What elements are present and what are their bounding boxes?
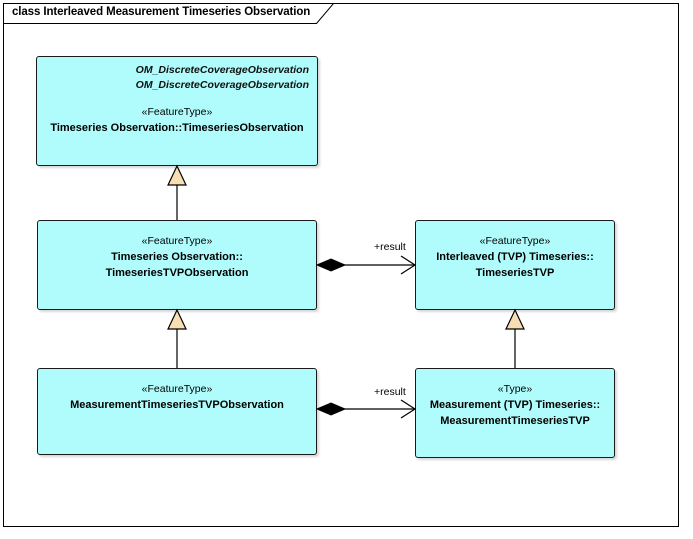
open-arrowhead-icon: [400, 255, 417, 275]
class-stereotype: «FeatureType»: [141, 383, 213, 395]
class-name: MeasurementTimeseriesTVPObservation: [70, 399, 284, 411]
connector-composition-result-measurement-timeseries-tvp[interactable]: [315, 399, 417, 419]
class-stereotype: «FeatureType»: [479, 235, 551, 247]
class-stereotype: «FeatureType»: [141, 235, 213, 247]
connector-generalization-interleaved-tvp-timeseries-tvp[interactable]: [505, 308, 525, 368]
class-box-timeseries-tvp-observation[interactable]: «FeatureType» Timeseries Observation:: T…: [37, 220, 317, 310]
open-arrowhead-icon: [400, 399, 417, 419]
composition-diamond-icon: [315, 402, 347, 416]
diagram-title-tab: class Interleaved Measurement Timeseries…: [3, 3, 337, 24]
association-role-label: +result: [374, 241, 406, 253]
class-interface-line: OM_DiscreteCoverageObservation: [135, 79, 309, 91]
generalization-arrowhead-icon: [505, 308, 525, 330]
association-role-label: +result: [374, 386, 406, 398]
class-name: Interleaved (TVP) Timeseries::: [436, 251, 594, 263]
class-box-measurement-timeseries-tvp-observation[interactable]: «FeatureType» MeasurementTimeseriesTVPOb…: [37, 368, 317, 455]
generalization-arrowhead-icon: [167, 164, 187, 186]
class-name: Timeseries Observation::: [111, 251, 243, 263]
connector-generalization-timeseries-tvp-observation[interactable]: [167, 308, 187, 368]
generalization-arrowhead-icon: [167, 308, 187, 330]
connector-generalization-timeseries-observation[interactable]: [167, 164, 187, 220]
class-box-measurement-tvp-timeseries-tvp[interactable]: «Type» Measurement (TVP) Timeseries:: Me…: [415, 368, 615, 458]
class-stereotype: «Type»: [497, 383, 533, 395]
title-tab-shape: [3, 3, 335, 24]
class-box-timeseries-observation[interactable]: OM_DiscreteCoverageObservation OM_Discre…: [36, 56, 318, 166]
class-stereotype: «FeatureType»: [141, 106, 213, 118]
class-name: Timeseries Observation::TimeseriesObserv…: [50, 122, 304, 134]
class-name: Measurement (TVP) Timeseries::: [429, 399, 601, 411]
diagram-title: class Interleaved Measurement Timeseries…: [12, 6, 311, 18]
composition-diamond-icon: [315, 258, 347, 272]
class-name: TimeseriesTVPObservation: [105, 267, 249, 279]
connector-composition-result-timeseries-tvp[interactable]: [315, 255, 417, 275]
class-interface-line: OM_DiscreteCoverageObservation: [135, 64, 309, 76]
class-name: TimeseriesTVP: [475, 267, 555, 279]
class-name: MeasurementTimeseriesTVP: [440, 415, 590, 427]
class-box-interleaved-tvp-timeseries-tvp[interactable]: «FeatureType» Interleaved (TVP) Timeseri…: [415, 220, 615, 310]
